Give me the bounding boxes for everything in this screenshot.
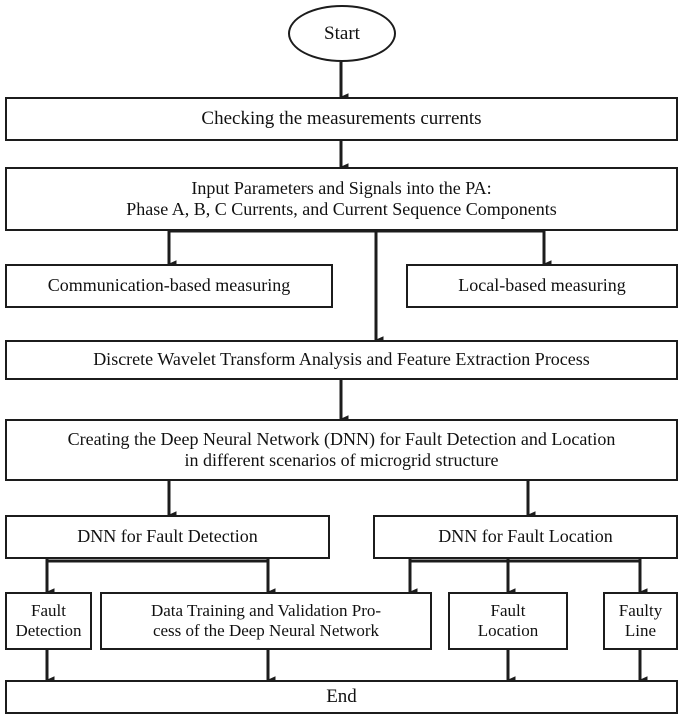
node-input-parameters-line2: Phase A, B, C Currents, and Current Sequ… <box>126 199 557 219</box>
node-end[interactable]: End <box>5 680 678 714</box>
node-communication-based-measuring[interactable]: Communication-based measuring <box>5 264 333 308</box>
node-fault-detection-line2: Detection <box>15 621 82 640</box>
node-local-based-measuring[interactable]: Local-based measuring <box>406 264 678 308</box>
node-dnn-for-fault-location-label: DNN for Fault Location <box>438 526 613 547</box>
node-dnn-for-fault-detection-label: DNN for Fault Detection <box>77 526 258 547</box>
node-dnn-for-fault-detection[interactable]: DNN for Fault Detection <box>5 515 330 559</box>
node-faulty-line-line2: Line <box>624 621 657 640</box>
node-data-training-validation[interactable]: Data Training and Validation Pro- cess o… <box>100 592 432 650</box>
node-data-training-validation-line1: Data Training and Validation Pro- <box>150 600 382 620</box>
node-creating-dnn-line2: in different scenarios of microgrid stru… <box>184 450 499 470</box>
node-start[interactable]: Start <box>288 5 396 62</box>
node-fault-location-line2: Location <box>477 621 539 640</box>
node-creating-dnn-line1: Creating the Deep Neural Network (DNN) f… <box>67 428 616 449</box>
node-local-based-measuring-label: Local-based measuring <box>458 275 626 296</box>
node-data-training-validation-line2: cess of the Deep Neural Network <box>152 621 380 640</box>
node-end-label: End <box>326 685 357 707</box>
node-checking-measurements[interactable]: Checking the measurements currents <box>5 97 678 141</box>
node-fault-detection[interactable]: Fault Detection <box>5 592 92 650</box>
node-discrete-wavelet-transform-label: Discrete Wavelet Transform Analysis and … <box>93 349 590 370</box>
node-faulty-line-line1: Faulty <box>618 600 663 620</box>
node-input-parameters-line1: Input Parameters and Signals into the PA… <box>191 177 492 198</box>
node-creating-dnn[interactable]: Creating the Deep Neural Network (DNN) f… <box>5 419 678 481</box>
node-fault-detection-line1: Fault <box>31 600 66 620</box>
node-faulty-line[interactable]: Faulty Line <box>603 592 678 650</box>
node-discrete-wavelet-transform[interactable]: Discrete Wavelet Transform Analysis and … <box>5 340 678 380</box>
node-dnn-for-fault-location[interactable]: DNN for Fault Location <box>373 515 678 559</box>
node-communication-based-measuring-label: Communication-based measuring <box>47 275 291 296</box>
node-fault-location[interactable]: Fault Location <box>448 592 568 650</box>
node-fault-location-line1: Fault <box>490 600 526 620</box>
node-input-parameters[interactable]: Input Parameters and Signals into the PA… <box>5 167 678 231</box>
node-checking-measurements-label: Checking the measurements currents <box>201 107 482 129</box>
node-start-label: Start <box>324 22 360 44</box>
